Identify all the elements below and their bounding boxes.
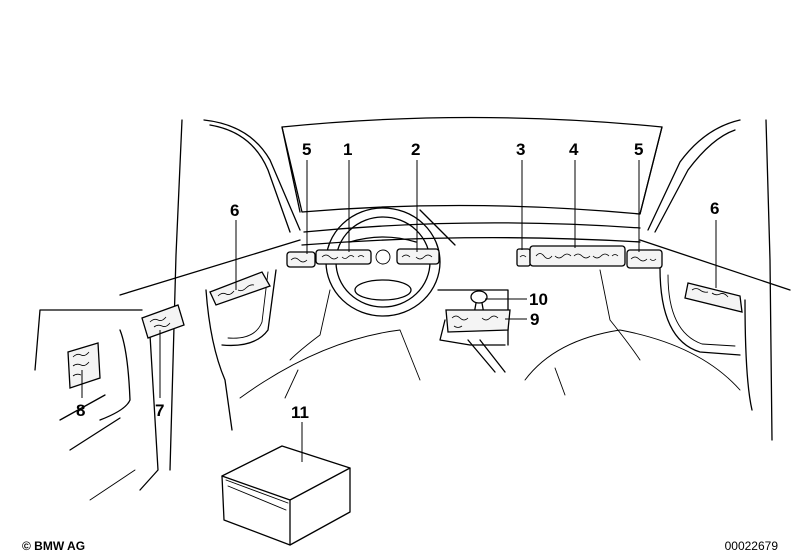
- trim-strip-4: [529, 245, 626, 267]
- trim-kit-box: [221, 445, 351, 546]
- callout-11: 11: [291, 403, 309, 422]
- dashboard: [289, 209, 641, 361]
- trim-strip-8: [67, 342, 101, 389]
- trim-strip-1: [315, 249, 372, 265]
- leader-lines: [81, 160, 717, 462]
- callout-6-left: 6: [230, 201, 239, 220]
- copyright-label: © BMW AG: [22, 539, 86, 553]
- trim-strip-7: [141, 304, 185, 339]
- left-rear-door: [34, 309, 159, 501]
- windshield-outline: [281, 116, 663, 215]
- callout-7: 7: [155, 401, 164, 420]
- callout-1: 1: [343, 140, 352, 159]
- callout-3: 3: [516, 140, 525, 159]
- floor-and-seats: [239, 329, 741, 399]
- trim-strip-3: [516, 248, 531, 267]
- callout-5-left: 5: [302, 140, 311, 159]
- pillars: [169, 119, 773, 471]
- callout-4: 4: [569, 140, 579, 159]
- callout-2: 2: [411, 140, 420, 159]
- callout-8: 8: [76, 401, 85, 420]
- trim-strip-5-right: [626, 249, 663, 269]
- trim-strip-6-right: [684, 282, 743, 313]
- trim-strip-5-left: [286, 251, 316, 268]
- trim-strip-2: [396, 248, 440, 265]
- callout-10: 10: [529, 290, 548, 309]
- callout-9: 9: [530, 310, 539, 329]
- trim-strip-6-left: [209, 271, 271, 306]
- callout-6-right: 6: [710, 199, 719, 218]
- callout-5-right: 5: [634, 140, 643, 159]
- trim-strip-9: [445, 309, 511, 333]
- drawing-number: 00022679: [724, 539, 778, 553]
- left-front-door: [119, 239, 301, 431]
- right-front-door: [639, 239, 791, 411]
